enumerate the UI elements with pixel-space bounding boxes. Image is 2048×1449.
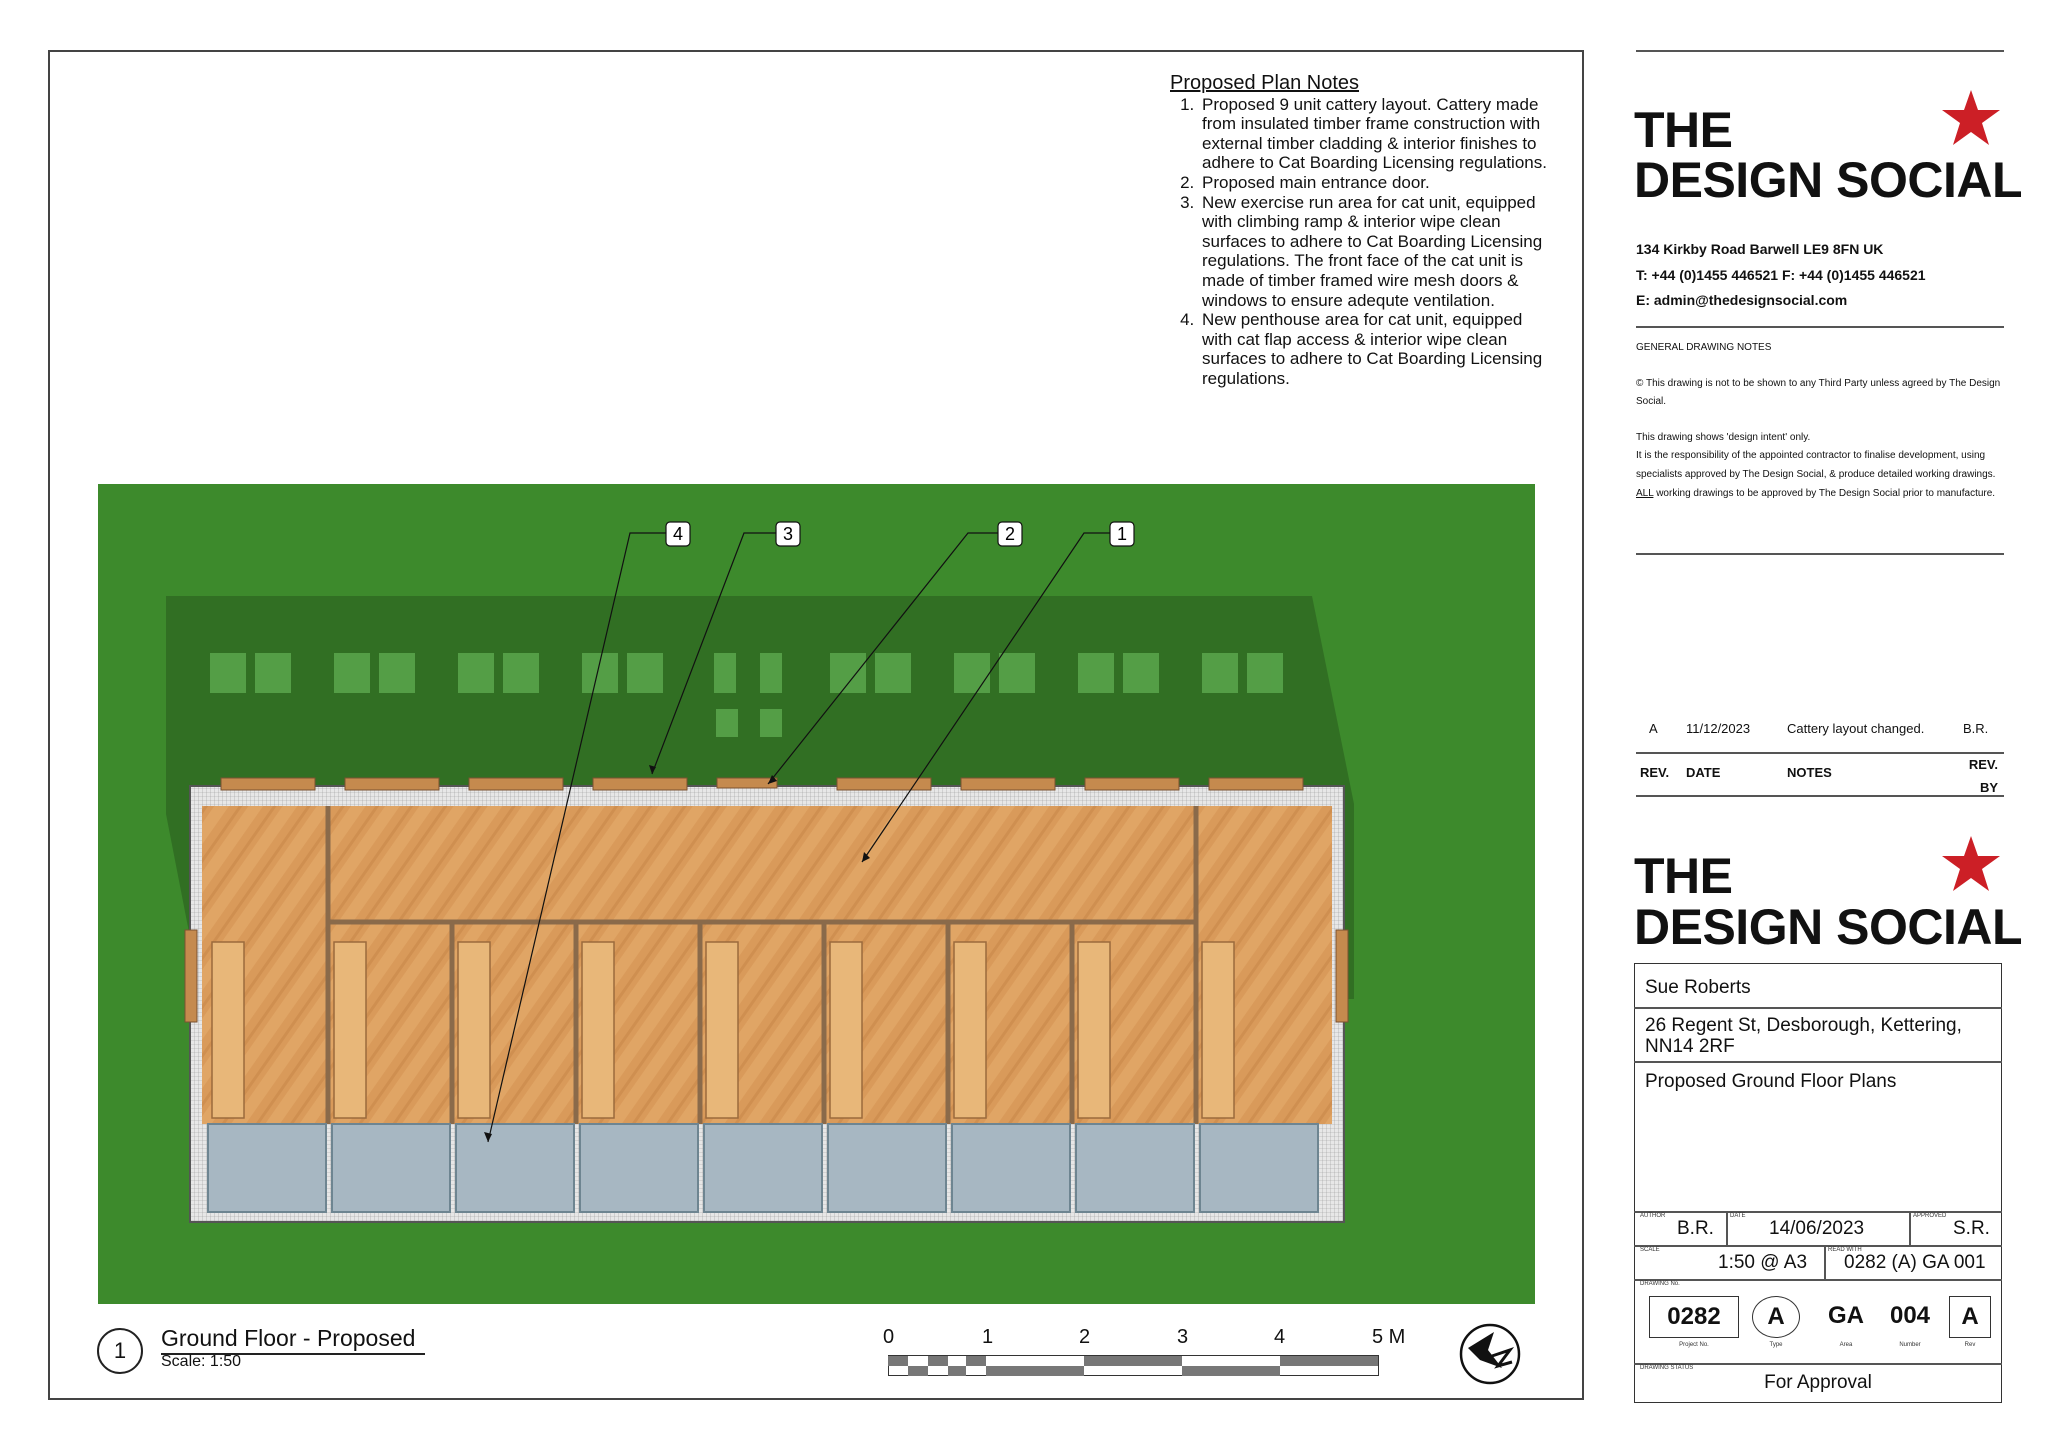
rev-by: B.R. xyxy=(1963,721,1989,736)
project-no: 0282 xyxy=(1649,1296,1739,1338)
drawing-title: Proposed Ground Floor Plans xyxy=(1645,1071,1897,1092)
plan-notes: Proposed Plan Notes Proposed 9 unit catt… xyxy=(1170,72,1550,389)
scalebar-tick: 2 xyxy=(1079,1326,1091,1348)
exercise-runs xyxy=(207,1123,1319,1213)
read-with-label: READ WITH xyxy=(1828,1247,1862,1253)
general-note: © This drawing is not to be shown to any… xyxy=(1636,377,2001,408)
scale-bar xyxy=(888,1355,1379,1376)
note-item: New penthouse area for cat unit, equippe… xyxy=(1199,310,1550,388)
project-no-label: Project No. xyxy=(1679,1342,1709,1348)
author-label: AUTHOR xyxy=(1640,1213,1666,1219)
type-code: A xyxy=(1752,1296,1800,1338)
rev-header-rev: REV. xyxy=(1640,765,1670,780)
callout-label: 3 xyxy=(783,524,793,544)
callout-tag: 1 xyxy=(1109,521,1135,547)
firm-logo-line1: THE xyxy=(1634,848,1733,904)
site-address: 26 Regent St, Desborough, Kettering, NN1… xyxy=(1645,1015,1962,1057)
front-benches xyxy=(220,777,1304,791)
approved-label: APPROVED xyxy=(1913,1213,1947,1219)
scalebar-tick: 3 xyxy=(1177,1326,1189,1348)
rev-label: Rev xyxy=(1964,1342,1976,1348)
general-note: It is the responsibility of the appointe… xyxy=(1636,450,1996,480)
floor-plan-render: 4 3 2 1 xyxy=(98,484,1535,1304)
rev-header-notes: NOTES xyxy=(1787,765,1832,780)
rev-date: 11/12/2023 xyxy=(1686,721,1751,736)
number-code: 004 xyxy=(1889,1302,1931,1329)
drawing-status: For Approval xyxy=(1764,1372,1872,1393)
scalebar-tick: 1 xyxy=(982,1326,994,1348)
note-item: Proposed 9 unit cattery layout. Cattery … xyxy=(1199,95,1550,173)
scale-value: 1:50 @ A3 xyxy=(1718,1252,1808,1273)
rev-header-date: DATE xyxy=(1686,765,1721,780)
rev-code-box: A xyxy=(1949,1296,1991,1338)
sheet-frame xyxy=(48,50,1584,1400)
firm-email[interactable]: E: admin@thedesignsocial.com xyxy=(1636,292,1848,308)
read-with-value: 0282 (A) GA 001 xyxy=(1844,1252,1986,1273)
general-note: ALL working drawings to be approved by T… xyxy=(1636,487,1996,499)
number-label: Number xyxy=(1899,1342,1921,1348)
climbing-ramps xyxy=(211,941,1235,1119)
note-item: Proposed main entrance door. xyxy=(1199,173,1550,193)
view-number: 1 xyxy=(97,1328,143,1374)
general-notes-heading: GENERAL DRAWING NOTES xyxy=(1636,342,1772,353)
client-name: Sue Roberts xyxy=(1645,977,1751,998)
callout-label: 4 xyxy=(673,524,683,544)
unit-dividers xyxy=(325,806,1199,1124)
notes-title: Proposed Plan Notes xyxy=(1170,72,1360,94)
view-title: Ground Floor - Proposed xyxy=(161,1325,426,1355)
firm-address: 134 Kirkby Road Barwell LE9 8FN UK xyxy=(1636,241,1884,257)
scalebar-tick: 0 xyxy=(883,1326,895,1348)
callout-label: 1 xyxy=(1117,524,1127,544)
view-scale: Scale: 1:50 xyxy=(161,1353,242,1370)
firm-logo-line2: DESIGN SOCIAL xyxy=(1634,152,2022,208)
date-label: DATE xyxy=(1730,1213,1746,1219)
project-info-box xyxy=(1634,963,2002,1403)
firm-logo-line1: THE xyxy=(1634,102,1733,158)
note-item: New exercise run area for cat unit, equi… xyxy=(1199,193,1550,311)
star-logo-icon xyxy=(1942,90,2000,145)
area-label: Area xyxy=(1839,1342,1853,1348)
callout-tag: 2 xyxy=(997,521,1023,547)
firm-logo-line2: DESIGN SOCIAL xyxy=(1634,899,2022,955)
scale-label: SCALE xyxy=(1640,1247,1660,1253)
callout-label: 2 xyxy=(1005,524,1015,544)
type-label: Type xyxy=(1769,1342,1783,1348)
author-value: B.R. xyxy=(1677,1218,1714,1239)
callout-tag: 4 xyxy=(665,521,691,547)
drawing-no-label: DRAWING No. xyxy=(1640,1281,1680,1287)
callout-tag: 3 xyxy=(775,521,801,547)
timber-floor xyxy=(202,806,1332,1124)
rev-header-by: REV. BY xyxy=(1968,757,1998,795)
north-arrow-icon xyxy=(1459,1323,1521,1385)
general-note: This drawing shows 'design intent' only. xyxy=(1636,431,1811,443)
scalebar-tick: 4 xyxy=(1274,1326,1286,1348)
status-label: DRAWING STATUS xyxy=(1640,1365,1694,1371)
area-code: GA xyxy=(1828,1302,1864,1329)
scalebar-tick: 5 M xyxy=(1372,1326,1406,1348)
firm-phone: T: +44 (0)1455 446521 F: +44 (0)1455 446… xyxy=(1636,267,1926,283)
approved-value: S.R. xyxy=(1953,1218,1990,1239)
shadow-windows xyxy=(210,653,1283,737)
rev-code: A xyxy=(1649,721,1658,736)
general-notes: GENERAL DRAWING NOTES © This drawing is … xyxy=(1636,339,2002,503)
rev-notes: Cattery layout changed. xyxy=(1787,721,1925,736)
date-value: 14/06/2023 xyxy=(1769,1218,1865,1239)
star-logo-icon xyxy=(1942,836,2000,891)
